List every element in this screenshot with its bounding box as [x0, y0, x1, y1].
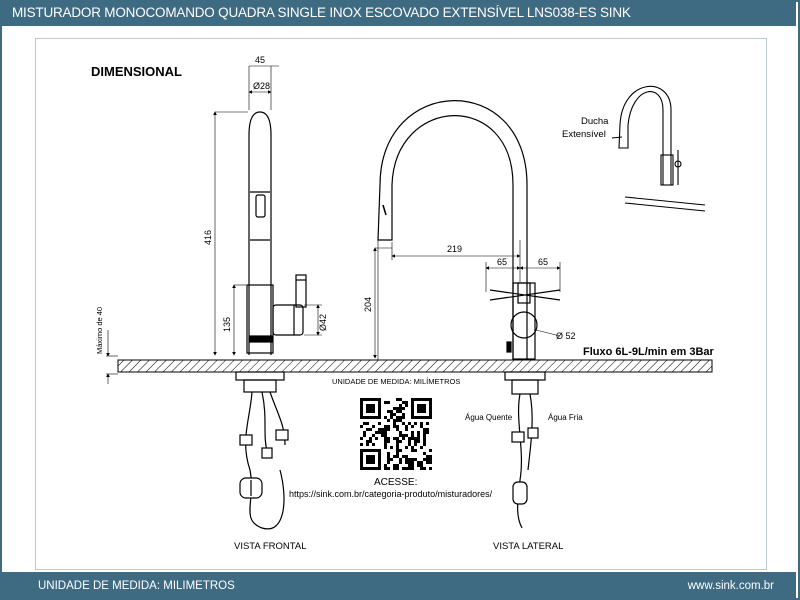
footer-website[interactable]: www.sink.com.br — [687, 580, 774, 592]
footer-bar: UNIDADE DE MEDIDA: MILIMETROS www.sink.c… — [0, 572, 796, 600]
inset-faucet — [611, 85, 706, 212]
hot-water-label: Água Quente — [465, 413, 513, 422]
flow-rate: Fluxo 6L-9L/min em 3Bar — [583, 346, 715, 358]
countertop — [117, 359, 713, 373]
side-view — [377, 100, 561, 529]
side-dimensions — [373, 240, 561, 360]
dim-right-65: 65 — [538, 257, 548, 267]
cold-water-label: Água Fria — [548, 413, 583, 422]
dim-max-40: Máximo de 40 — [95, 307, 104, 354]
dim-left-65: 65 — [497, 257, 507, 267]
unit-center-label: UNIDADE DE MEDIDA: MILÍMETROS — [332, 377, 460, 386]
inset-label-ducha: Ducha — [581, 116, 609, 127]
page-title: MISTURADOR MONOCOMANDO QUADRA SINGLE INO… — [12, 5, 631, 20]
qr-code — [360, 398, 432, 470]
dim-spout-height: 204 — [363, 297, 373, 312]
dim-tube-diameter: Ø28 — [253, 81, 270, 91]
header-bar: MISTURADOR MONOCOMANDO QUADRA SINGLE INO… — [0, 0, 796, 26]
dim-reach: 219 — [447, 244, 462, 254]
dim-handle-height: 135 — [222, 317, 232, 332]
section-title: DIMENSIONAL — [91, 64, 182, 79]
dim-height: 416 — [203, 230, 213, 245]
inset-label-extensivel: Extensível — [562, 129, 606, 140]
dim-body-diameter: Ø 52 — [556, 331, 576, 341]
drawing-panel — [35, 38, 767, 570]
qr-access-label: ACESSE: — [374, 477, 417, 488]
qr-url[interactable]: https://sink.com.br/categoria-produto/mi… — [289, 489, 493, 499]
front-view-label: VISTA FRONTAL — [234, 541, 307, 552]
footer-unit: UNIDADE DE MEDIDA: MILIMETROS — [38, 580, 235, 592]
dim-handle-diameter: Ø42 — [318, 314, 328, 331]
dim-top-width: 45 — [255, 55, 265, 65]
front-dimensions — [106, 65, 322, 384]
front-view — [235, 111, 307, 530]
side-view-label: VISTA LATERAL — [493, 541, 563, 552]
